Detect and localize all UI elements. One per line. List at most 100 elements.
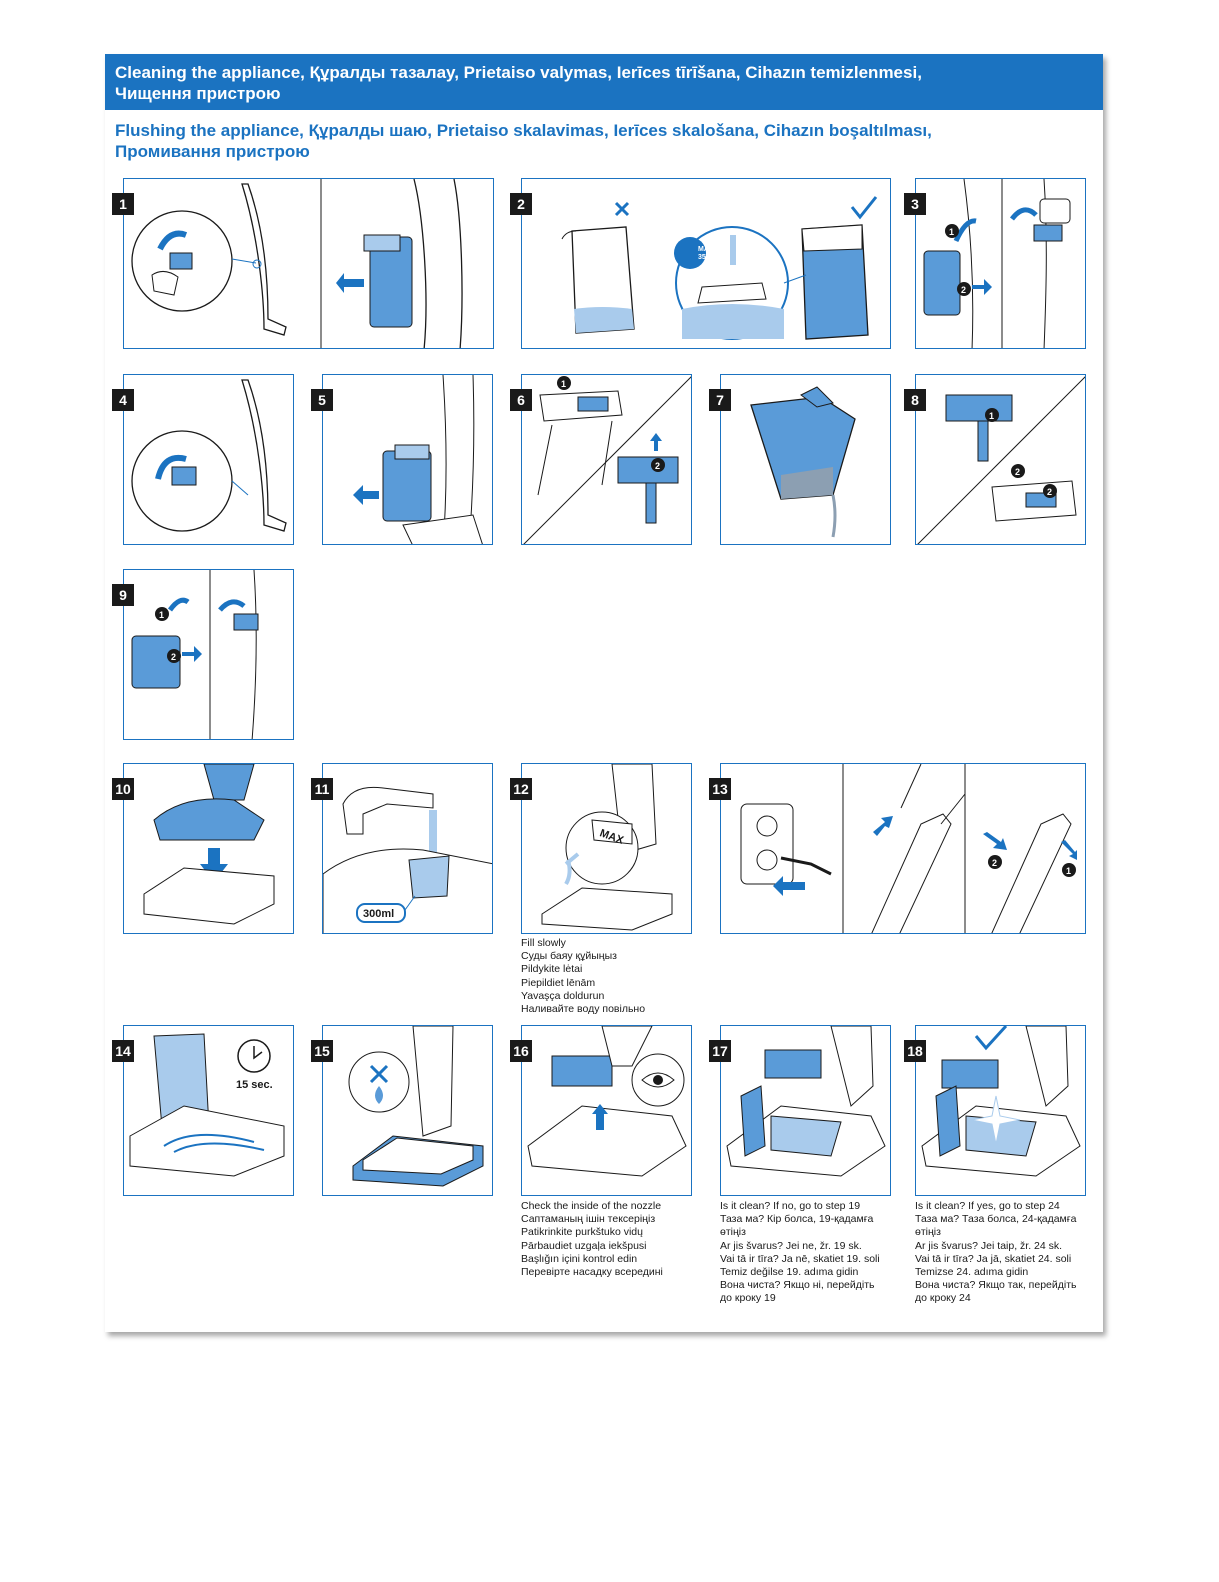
- step-5-panel: [322, 374, 493, 545]
- step-18-caption-line: Таза ма? Таза болса, 24-қадамға: [915, 1213, 1077, 1226]
- step-16-caption-line: Саптаманың ішін тексеріңіз: [521, 1213, 656, 1226]
- step-8-panel: 1 2 2: [915, 374, 1086, 545]
- step-16-illustration: [527, 1026, 687, 1177]
- step-17-caption-line: Таза ма? Кір болса, 19-қадамға: [720, 1213, 874, 1226]
- step-9-illustration: 1 2: [131, 570, 259, 739]
- step-3-panel: 1 2: [915, 178, 1086, 349]
- step-12-number: 12: [510, 778, 532, 800]
- step-12-caption-line: Yavaşça doldurun: [521, 989, 605, 1002]
- step-17-caption-line: Is it clean? If no, go to step 19: [720, 1200, 861, 1212]
- step-2-panel: MAX 35°C: [521, 178, 891, 349]
- section-title-line2: Чищення пристрою: [115, 84, 281, 103]
- step-7-illustration: [750, 386, 856, 538]
- step-1-illustration: [131, 179, 463, 348]
- step-18-caption-line: Ar jis švarus? Jei taip, žr. 24 sk.: [915, 1239, 1063, 1252]
- step-4-illustration: [131, 379, 287, 532]
- step-15-illustration: [348, 1026, 484, 1187]
- step-3-marker-2: 2: [961, 285, 966, 295]
- step-5-illustration: [353, 375, 483, 544]
- step-10-panel: [123, 763, 294, 934]
- step-9-marker-2: 2: [171, 652, 176, 662]
- step-17-illustration: [726, 1026, 886, 1177]
- step-13-panel: 2 1: [720, 763, 1086, 934]
- step-10-illustration: [143, 764, 275, 925]
- step-9-number: 9: [112, 584, 134, 606]
- max-temp-label: MAX: [698, 246, 714, 253]
- step-17-caption: Is it clean? If no, go to step 19 Таза м…: [720, 1200, 880, 1306]
- step-8-marker-2a: 2: [1015, 467, 1020, 477]
- step-2-illustration: MAX 35°C: [561, 196, 878, 340]
- step-2-number: 2: [510, 193, 532, 215]
- step-3-number: 3: [904, 193, 926, 215]
- step-12-caption-line: Fill slowly: [521, 937, 566, 949]
- step-12-caption-line: Pildykite lėtai: [521, 963, 583, 976]
- step-16-caption-line: Check the inside of the nozzle: [521, 1200, 662, 1212]
- step-10-number: 10: [112, 778, 134, 800]
- step-12-panel: MAX: [521, 763, 692, 934]
- step-16-caption-line: Перевірте насадку всередині: [521, 1266, 663, 1279]
- step-12-caption-line: Piepildiet lēnām: [521, 976, 596, 989]
- step-6-illustration: 1 2: [523, 376, 691, 544]
- step-15-number: 15: [311, 1040, 333, 1062]
- timer-label: 15 sec.: [236, 1079, 273, 1091]
- step-9-marker-1: 1: [159, 610, 164, 620]
- step-15-panel: [322, 1025, 493, 1196]
- step-13-illustration: 2 1: [740, 764, 1077, 933]
- step-18-panel: [915, 1025, 1086, 1196]
- step-17-caption-line: Вона чиста? Якщо ні, перейдіть: [720, 1279, 875, 1292]
- step-12-illustration: MAX: [541, 764, 673, 931]
- step-18-caption-line: Вона чиста? Якщо так, перейдіть: [915, 1279, 1077, 1292]
- step-4-number: 4: [112, 389, 134, 411]
- step-17-number: 17: [709, 1040, 731, 1062]
- step-16-caption: Check the inside of the nozzle Саптаманы…: [521, 1200, 663, 1279]
- step-18-caption-line: өтіңіз: [915, 1226, 941, 1239]
- step-17-caption-line: Ar jis švarus? Jei ne, žr. 19 sk.: [720, 1239, 862, 1252]
- subtitle-line2: Промивання пристрою: [115, 142, 310, 161]
- section-title-line1: Cleaning the appliance, Құралды тазалау,…: [115, 63, 922, 82]
- step-18-caption-line: до кроку 24: [915, 1292, 971, 1305]
- step-8-marker-1: 1: [989, 411, 994, 421]
- step-14-illustration: 15 sec.: [129, 1033, 285, 1177]
- max-temp-value: 35°C: [698, 253, 714, 261]
- step-18-caption-line: Is it clean? If yes, go to step 24: [915, 1200, 1060, 1212]
- step-1-panel: [123, 178, 494, 349]
- step-16-panel: [521, 1025, 692, 1196]
- manual-page: Cleaning the appliance, Құралды тазалау,…: [105, 54, 1103, 1332]
- step-13-marker-2: 2: [992, 858, 997, 868]
- step-18-illustration: [921, 1026, 1081, 1177]
- step-7-number: 7: [709, 389, 731, 411]
- step-18-number: 18: [904, 1040, 926, 1062]
- step-11-panel: 300ml: [322, 763, 493, 934]
- step-6-panel: 1 2: [521, 374, 692, 545]
- step-9-panel: 1 2: [123, 569, 294, 740]
- step-6-marker-2: 2: [655, 461, 660, 471]
- step-12-caption-line: Суды баяу құйыңыз: [521, 950, 617, 963]
- step-3-marker-1: 1: [949, 227, 954, 237]
- step-12-caption: Fill slowly Суды баяу құйыңыз Pildykite …: [521, 937, 645, 1016]
- volume-label: 300ml: [363, 908, 394, 920]
- step-3-illustration: 1 2: [923, 179, 1071, 348]
- step-17-caption-line: до кроку 19: [720, 1292, 776, 1305]
- step-18-caption-line: Temizse 24. adıma gidin: [915, 1266, 1029, 1279]
- subtitle-line1: Flushing the appliance, Құралды шаю, Pri…: [115, 121, 932, 140]
- step-16-caption-line: Pārbaudiet uzgaļa iekšpusi: [521, 1239, 647, 1252]
- step-16-caption-line: Başlığın içini kontrol edin: [521, 1252, 638, 1265]
- step-17-caption-line: Temiz değilse 19. adıma gidin: [720, 1266, 859, 1279]
- step-7-panel: [720, 374, 891, 545]
- step-12-caption-line: Наливайте воду повільно: [521, 1003, 646, 1016]
- step-18-caption-line: Vai tā ir tīra? Ja jā, skatiet 24. soli: [915, 1252, 1072, 1265]
- step-13-number: 13: [709, 778, 731, 800]
- step-14-number: 14: [112, 1040, 134, 1062]
- step-11-number: 11: [311, 778, 333, 800]
- step-8-number: 8: [904, 389, 926, 411]
- step-13-marker-1: 1: [1066, 866, 1071, 876]
- step-5-number: 5: [311, 389, 333, 411]
- step-8-marker-2b: 2: [1047, 487, 1052, 497]
- step-1-number: 1: [112, 193, 134, 215]
- step-16-caption-line: Patikrinkite purkštuko vidų: [521, 1226, 643, 1239]
- section-banner: Cleaning the appliance, Құралды тазалау,…: [105, 54, 1103, 110]
- section-subtitle: Flushing the appliance, Құралды шаю, Pri…: [115, 120, 1085, 162]
- step-17-panel: [720, 1025, 891, 1196]
- step-4-panel: [123, 374, 294, 545]
- step-17-caption-line: өтіңіз: [720, 1226, 746, 1239]
